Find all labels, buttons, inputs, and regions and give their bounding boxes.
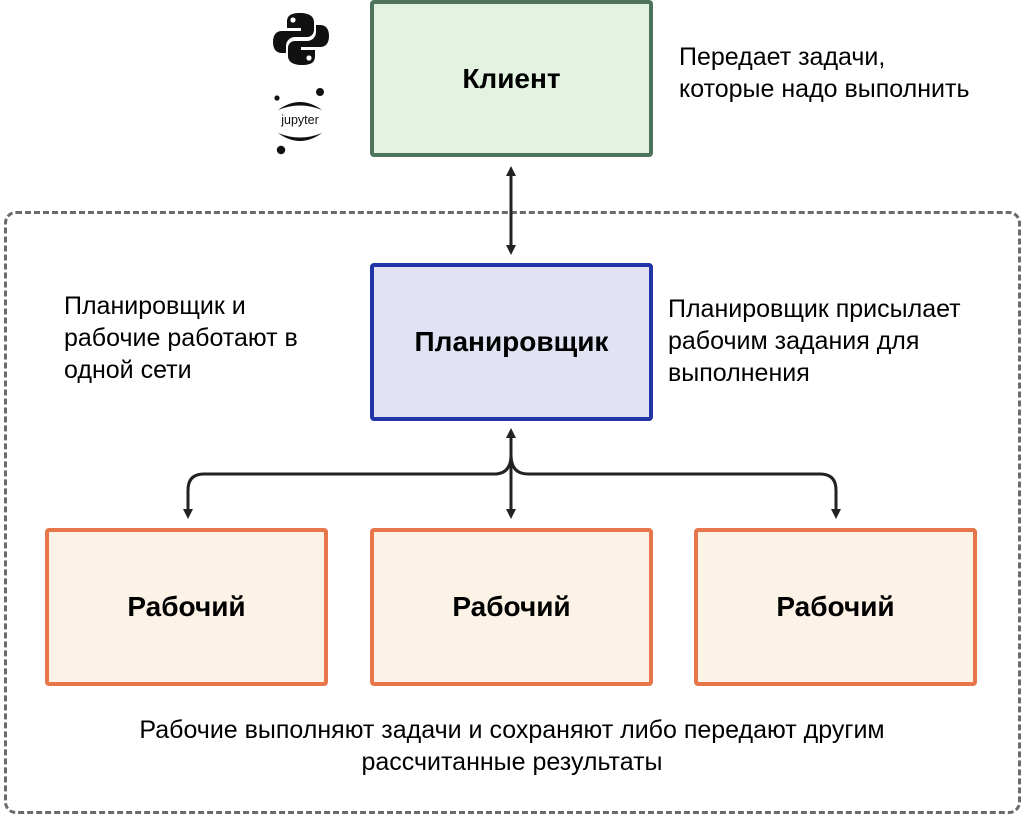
- worker-node: Рабочий: [694, 528, 977, 686]
- scheduler-node: Планировщик: [370, 263, 653, 421]
- jupyter-logo-icon: jupyter: [274, 88, 324, 155]
- jupyter-wordmark: jupyter: [280, 113, 319, 127]
- scheduler-label: Планировщик: [414, 326, 609, 357]
- client-node: Клиент: [370, 0, 653, 157]
- worker-label: Рабочий: [452, 591, 571, 622]
- scheduler-worker3-arrow: [509, 454, 841, 519]
- python-logo-icon: [273, 13, 329, 65]
- scheduler-annotation: Планировщик присылает рабочим задания дл…: [668, 295, 961, 387]
- worker-label: Рабочий: [776, 591, 895, 622]
- network-annotation: Планировщик и рабочие работают в одной с…: [64, 292, 298, 384]
- client-label: Клиент: [462, 62, 561, 94]
- client-annotation: Передает задачи, которые надо выполнить: [679, 43, 970, 103]
- worker-node: Рабочий: [45, 528, 328, 686]
- scheduler-worker1-arrow: [183, 454, 513, 519]
- worker-label: Рабочий: [127, 591, 246, 622]
- workers-annotation: Рабочие выполняют задачи и сохраняют либ…: [139, 716, 885, 776]
- worker-node: Рабочий: [370, 528, 653, 686]
